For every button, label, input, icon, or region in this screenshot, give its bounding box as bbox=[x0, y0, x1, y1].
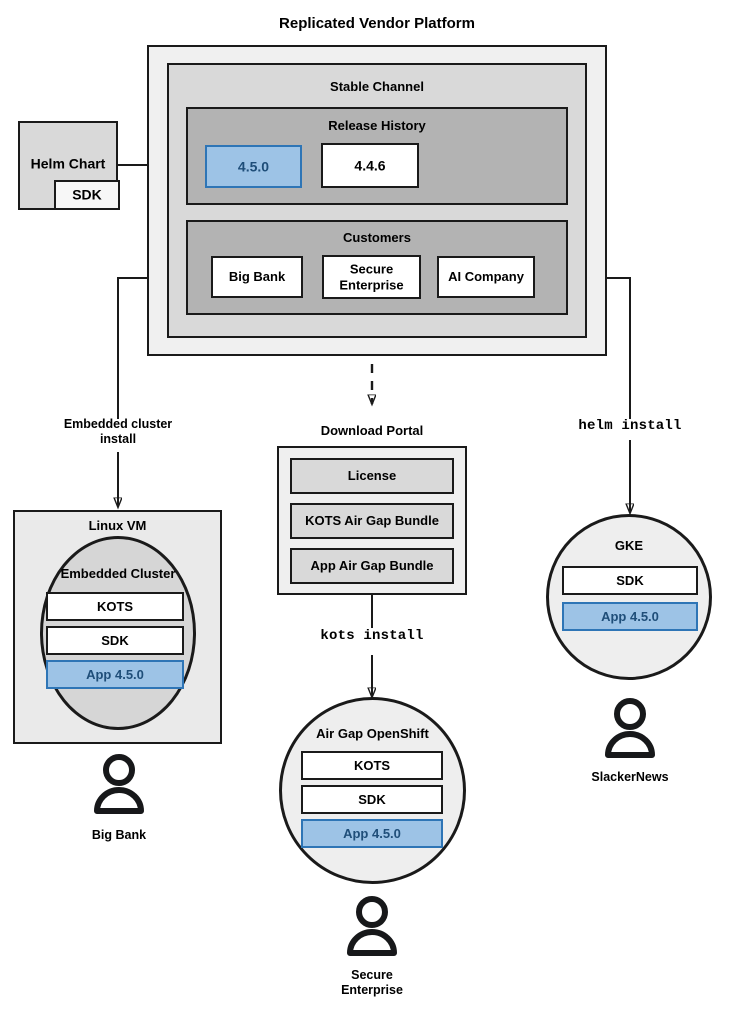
release-4-4-6[interactable]: 4.4.6 bbox=[321, 143, 419, 188]
actor-slackernews-icon-wrap bbox=[599, 697, 661, 759]
linuxvm-component-sdk[interactable]: SDK bbox=[46, 626, 184, 655]
target-gke-ellipse bbox=[546, 514, 712, 680]
openshift-component-sdk[interactable]: SDK bbox=[301, 785, 443, 814]
component-label: App 4.5.0 bbox=[601, 608, 659, 624]
customer-label: Secure Enterprise bbox=[339, 261, 404, 292]
download-artifact-label: License bbox=[347, 468, 397, 484]
linuxvm-component-app[interactable]: App 4.5.0 bbox=[46, 660, 184, 689]
component-label: SDK bbox=[101, 632, 129, 648]
download-artifact-label: App Air Gap Bundle bbox=[310, 558, 434, 574]
helm-chart-label: Helm Chart bbox=[30, 155, 106, 172]
actor-secure-enterprise-label: Secure Enterprise bbox=[341, 968, 403, 998]
customer-big-bank[interactable]: Big Bank bbox=[211, 256, 303, 298]
component-label: SDK bbox=[358, 791, 386, 807]
flow-label-embedded-cluster-install: Embedded cluster install bbox=[63, 417, 173, 447]
openshift-component-app[interactable]: App 4.5.0 bbox=[301, 819, 443, 848]
customer-label: AI Company bbox=[448, 269, 524, 285]
actor-slackernews-label: SlackerNews bbox=[591, 770, 669, 784]
page-title: Replicated Vendor Platform bbox=[279, 15, 475, 32]
gke-component-app[interactable]: App 4.5.0 bbox=[562, 602, 698, 631]
openshift-component-kots[interactable]: KOTS bbox=[301, 751, 443, 780]
release-history-title: Release History bbox=[328, 118, 426, 133]
embedded-cluster-title: Embedded Cluster bbox=[60, 566, 176, 581]
download-portal-title: Download Portal bbox=[320, 423, 424, 438]
actor-secure-enterprise-icon-wrap bbox=[341, 895, 403, 957]
component-label: KOTS bbox=[96, 598, 134, 614]
actor-big-bank-label: Big Bank bbox=[91, 828, 147, 842]
stable-channel-title: Stable Channel bbox=[330, 79, 424, 94]
flow-label-helm-install: helm install bbox=[578, 418, 682, 434]
component-label: SDK bbox=[616, 572, 644, 588]
release-4-5-0[interactable]: 4.5.0 bbox=[205, 145, 302, 188]
linuxvm-component-kots[interactable]: KOTS bbox=[46, 592, 184, 621]
customer-label: Big Bank bbox=[228, 269, 286, 285]
target-air-gap-openshift-title: Air Gap OpenShift bbox=[316, 726, 429, 741]
target-gke-title: GKE bbox=[614, 538, 644, 553]
customers-title: Customers bbox=[343, 230, 411, 245]
download-artifact-kots-air-gap-bundle[interactable]: KOTS Air Gap Bundle bbox=[290, 503, 454, 539]
release-version-label: 4.4.6 bbox=[354, 157, 386, 174]
target-linux-vm-title: Linux VM bbox=[88, 518, 147, 533]
customer-secure-enterprise[interactable]: Secure Enterprise bbox=[322, 255, 421, 299]
actor-big-bank-icon-wrap bbox=[88, 753, 150, 815]
download-artifact-license[interactable]: License bbox=[290, 458, 454, 494]
gke-component-sdk[interactable]: SDK bbox=[562, 566, 698, 595]
component-label: KOTS bbox=[353, 757, 391, 773]
person-icon bbox=[94, 754, 144, 814]
customer-ai-company[interactable]: AI Company bbox=[437, 256, 535, 298]
flow-label-kots-install: kots install bbox=[320, 628, 424, 644]
person-icon bbox=[605, 698, 655, 758]
download-artifact-app-air-gap-bundle[interactable]: App Air Gap Bundle bbox=[290, 548, 454, 584]
download-artifact-label: KOTS Air Gap Bundle bbox=[305, 513, 439, 529]
component-label: App 4.5.0 bbox=[343, 825, 401, 841]
helm-chart-sdk-label: SDK bbox=[72, 186, 102, 203]
person-icon bbox=[347, 896, 397, 956]
component-label: App 4.5.0 bbox=[86, 666, 144, 682]
release-version-label: 4.5.0 bbox=[237, 158, 270, 175]
helm-chart-sdk-box[interactable]: SDK bbox=[54, 180, 120, 210]
